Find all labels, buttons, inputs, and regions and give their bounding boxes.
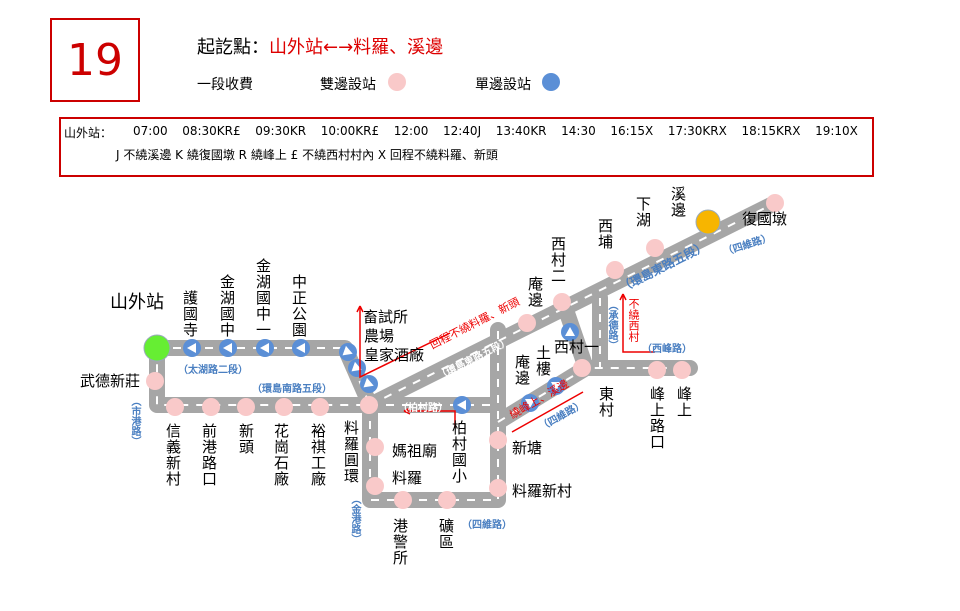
station-xipu: 西埔 [596, 218, 614, 250]
station-liaoluo-new: 料羅新村 [512, 482, 573, 500]
direction-arrow-icon [223, 343, 232, 353]
legend-both-sides: 雙邊設站 [320, 77, 376, 93]
schedule-time: 17:30KRX [667, 124, 727, 138]
direction-arrow-icon [351, 361, 362, 372]
schedule-time: 12:40J [442, 124, 482, 138]
station-baicun: 柏村國小 [450, 420, 468, 484]
direction-arrow-icon [260, 343, 269, 353]
station-anbian: 庵邊 [526, 276, 544, 308]
station-jinhu-jh: 金湖國中 [218, 274, 236, 338]
station-wude: 武德新莊 [80, 372, 141, 390]
road-xifeng: （西峰路） [642, 344, 692, 355]
road-huandaonan: （環島南路五段） [252, 384, 332, 395]
one-side-stops [183, 323, 579, 414]
station-xintou: 新頭 [237, 423, 255, 455]
station-shanwai: 山外站 [110, 292, 164, 313]
station-yuqi: 裕祺工廠 [309, 423, 327, 487]
schedule-times: 07:00 08:30KR£ 09:30KR 10:00KR£ 12:00 12:40J 1… [133, 124, 858, 138]
direction-arrow-icon [565, 327, 575, 336]
schedule-time: 08:30KR£ [182, 124, 241, 138]
direction-arrow-icon [457, 400, 466, 410]
direction-arrow-icon [342, 345, 353, 356]
direction-arrow-icon [551, 382, 561, 391]
direction-arrow-icon [296, 343, 305, 353]
station-huguosi: 護國寺 [181, 290, 199, 338]
station-xiahu: 下湖 [634, 196, 652, 228]
legend-one-side: 單邊設站 [475, 77, 531, 93]
schedule-notes: J 不繞溪邊 K 繞復國墩 R 繞峰上 £ 不繞西村村內 X 回程不繞料羅、新頭 [116, 148, 498, 162]
station-nongchang: 農場 [364, 327, 395, 345]
end-terminal-icon [695, 209, 721, 235]
station-kuangqu: 礦區 [437, 518, 455, 550]
station-fengshang-lk: 峰上路口 [648, 386, 666, 450]
station-huagang: 花崗石廠 [272, 423, 290, 487]
legend-fare: 一段收費 [197, 77, 253, 93]
station-anbian2: 庵邊 [513, 354, 531, 386]
station-xicun1: 西村一 [554, 338, 600, 356]
schedule-time: 19:10X [815, 124, 858, 138]
title-route: 山外站←→料羅、溪邊 [269, 37, 444, 58]
station-xicun2: 西村二 [549, 236, 567, 284]
direction-arrow-icon [363, 377, 374, 388]
station-dongcun: 東村 [597, 386, 615, 418]
station-mazu: 媽祖廟 [392, 442, 438, 460]
road-chengde: （承德路） [606, 300, 617, 350]
two-side-stops [146, 194, 784, 509]
schedule-time: 07:00 [133, 124, 168, 138]
legend-pink-dot-icon [388, 73, 406, 91]
direction-arrow-icon [525, 399, 535, 408]
station-tulou: 土樓 [534, 345, 552, 377]
station-liaoluo-circle: 料羅圓環 [342, 420, 360, 484]
legend-blue-dot-icon [542, 73, 560, 91]
title-label: 起訖點： [197, 37, 269, 58]
schedule-time: 12:00 [393, 124, 429, 138]
direction-arrow-icon [187, 343, 196, 353]
station-xibian: 溪邊 [669, 186, 687, 218]
schedule-time: 18:15KRX [741, 124, 801, 138]
road-shigang: （市港路） [129, 396, 140, 446]
route-number: 19 [50, 18, 140, 102]
station-xinyi: 信義新村 [164, 423, 182, 487]
station-qiangang: 前港路口 [200, 423, 218, 487]
station-liaoluo: 料羅 [392, 469, 423, 487]
station-xintang: 新塘 [512, 439, 543, 457]
station-huangjia: 皇家酒廠 [364, 346, 425, 364]
station-fengshang: 峰上 [675, 386, 693, 418]
station-xusuo: 畜試所 [363, 308, 409, 326]
schedule-time: 13:40KR [495, 124, 547, 138]
road-siwei-bottom: （四維路） [462, 520, 512, 531]
route-title: 起訖點：山外站←→料羅、溪邊 [197, 33, 443, 59]
schedule-time: 16:15X [610, 124, 654, 138]
schedule-time: 09:30KR [255, 124, 307, 138]
road-taihu: （太湖路二段） [178, 365, 248, 376]
station-fuguodun: 復國墩 [742, 210, 788, 228]
road-baicun: （柏村路） [398, 403, 448, 414]
road-jingang: （金港路） [349, 494, 360, 544]
station-jinhu-jh1: 金湖國中一 [254, 258, 272, 338]
schedule-label: 山外站： [64, 126, 113, 140]
schedule-time: 14:30 [561, 124, 596, 138]
schedule-time: 10:00KR£ [320, 124, 380, 138]
station-gangjing: 港警所 [391, 518, 409, 566]
red-arrows [356, 293, 655, 433]
station-zhongzheng: 中正公園 [290, 274, 308, 338]
note-no-xicun: 不繞西村 [627, 298, 640, 342]
schedule-box: 山外站： 07:00 08:30KR£ 09:30KR 10:00KR£ 12:00 12… [59, 117, 874, 177]
start-terminal-icon [143, 334, 171, 362]
